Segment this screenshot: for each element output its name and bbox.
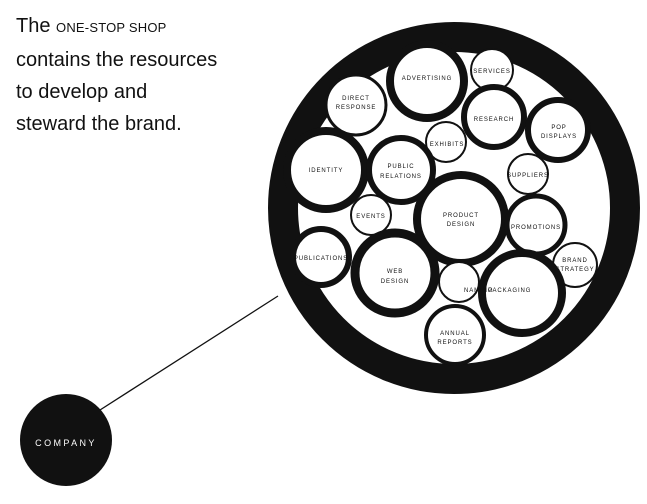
bubble-public-relations: PUBLIC RELATIONS <box>366 135 436 205</box>
label-publications: PUBLICATIONS <box>294 256 348 262</box>
label-pop-displays-1: POP <box>551 125 566 131</box>
label-public-relations-2: RELATIONS <box>380 174 422 180</box>
label-product-design-1: PRODUCT <box>443 213 479 219</box>
label-product-design-2: DESIGN <box>447 222 475 228</box>
label-advertising: ADVERTISING <box>402 76 452 82</box>
label-public-relations-1: PUBLIC <box>387 164 414 170</box>
label-brand-strategy-1: BRAND <box>562 258 588 264</box>
bubble-events: EVENTS <box>350 194 392 236</box>
headline-line-2: contains the resources <box>16 49 218 71</box>
label-web-design-1: WEB <box>387 269 403 275</box>
bubble-exhibits: EXHIBITS <box>425 121 467 163</box>
label-services: SERVICES <box>473 69 510 75</box>
company-label: COMPANY <box>35 438 97 448</box>
label-promotions: PROMOTIONS <box>511 225 561 231</box>
bubble-web-design: WEB DESIGN <box>350 228 440 318</box>
bubble-identity: IDENTITY <box>283 127 369 213</box>
label-events: EVENTS <box>356 214 385 220</box>
bubble-packaging <box>478 249 566 337</box>
label-packaging: PACKAGING <box>488 288 531 294</box>
headline-line-3: to develop and <box>16 81 148 103</box>
label-annual-reports-2: REPORTS <box>437 340 472 346</box>
bubble-suppliers: SUPPLIERS <box>507 153 549 195</box>
label-direct-response-1: DIRECT <box>342 96 370 102</box>
label-web-design-2: DESIGN <box>381 279 409 285</box>
label-brand-strategy-2: STRATEGY <box>555 267 594 273</box>
label-annual-reports-1: ANNUAL <box>440 331 470 337</box>
bubble-publications: PUBLICATIONS <box>290 226 352 288</box>
headline: The ONE-STOP SHOP contains the resources t… <box>16 10 256 140</box>
label-pop-displays-2: DISPLAYS <box>541 134 577 140</box>
headline-line-4: steward the brand. <box>16 113 182 135</box>
headline-emphasis: ONE-STOP SHOP <box>56 20 167 35</box>
bubble-naming <box>438 261 480 303</box>
label-exhibits: EXHIBITS <box>430 142 465 148</box>
label-direct-response-2: RESPONSE <box>336 105 377 111</box>
label-identity: IDENTITY <box>309 168 344 174</box>
bubble-advertising: ADVERTISING <box>386 40 468 122</box>
label-naming: NAMING <box>464 288 493 294</box>
headline-prefix: The <box>16 15 51 37</box>
bubble-promotions: PROMOTIONS <box>504 193 568 257</box>
bubble-direct-response: DIRECT RESPONSE <box>324 73 388 137</box>
label-research: RESEARCH <box>474 117 515 123</box>
bubble-product-design: PRODUCT DESIGN <box>413 171 509 267</box>
bubble-annual-reports: ANNUAL REPORTS <box>424 304 486 366</box>
company-node: COMPANY <box>20 394 112 486</box>
label-suppliers: SUPPLIERS <box>507 173 549 179</box>
company-circle <box>20 394 112 486</box>
bubble-brand-strategy: BRAND STRATEGY <box>552 242 598 288</box>
bubble-research: RESEARCH <box>461 84 527 150</box>
bubble-pop-displays: POP DISPLAYS <box>525 97 591 163</box>
connector-line <box>99 295 279 411</box>
